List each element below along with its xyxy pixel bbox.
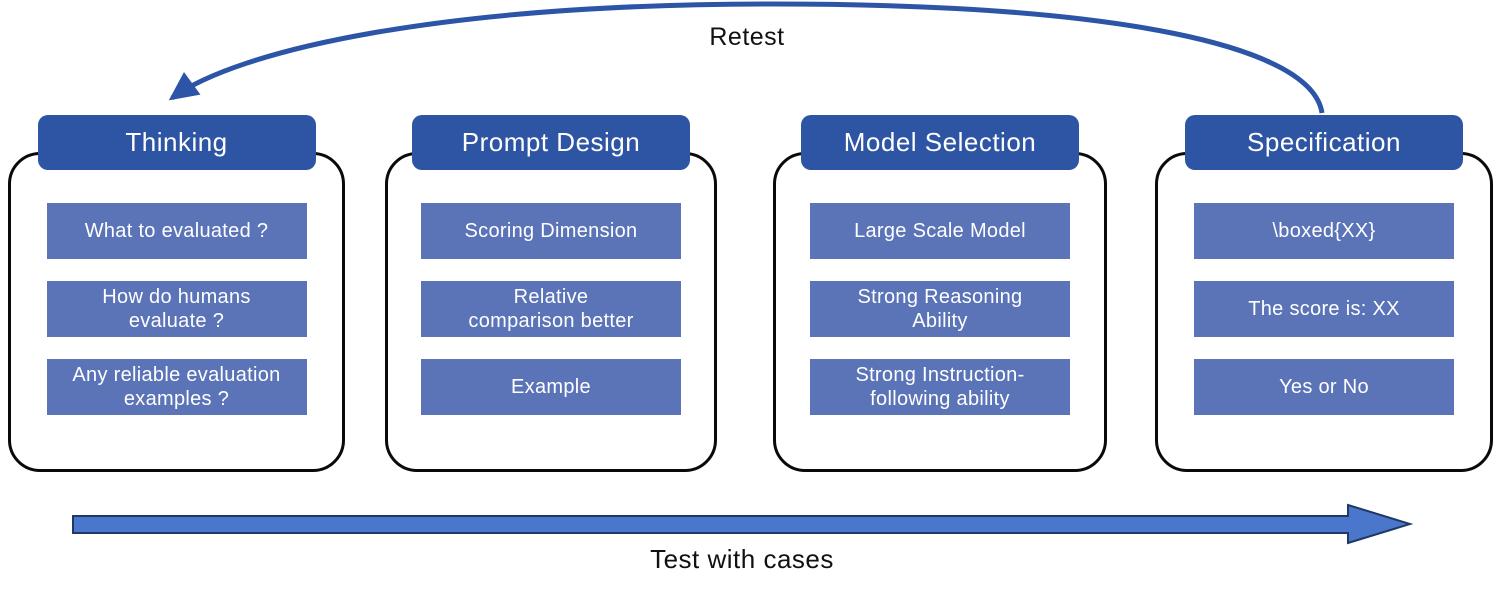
stage-item: How do humans evaluate ? bbox=[46, 281, 307, 337]
stage-items-model-selection: Large Scale Model Strong Reasoning Abili… bbox=[776, 203, 1104, 415]
stage-items-prompt-design: Scoring Dimension Relative comparison be… bbox=[388, 203, 714, 415]
stage-header-specification: Specification bbox=[1185, 115, 1463, 170]
stage-title: Thinking bbox=[125, 127, 228, 157]
stage-title: Prompt Design bbox=[461, 127, 641, 157]
stage-item: Strong Reasoning Ability bbox=[810, 281, 1070, 337]
stage-item: Large Scale Model bbox=[810, 203, 1070, 259]
stage-header-prompt-design: Prompt Design bbox=[412, 115, 690, 170]
retest-arrow-curve bbox=[168, 1, 1325, 114]
stage-header-model-selection: Model Selection bbox=[801, 115, 1079, 170]
retest-label: Retest bbox=[709, 23, 785, 51]
stage-item: Scoring Dimension bbox=[421, 203, 681, 259]
stage-items-specification: \boxed{XX} The score is: XX Yes or No bbox=[1158, 203, 1490, 415]
stage-items-thinking: What to evaluated ? How do humans evalua… bbox=[11, 203, 342, 415]
stage-item: Strong Instruction- following ability bbox=[810, 359, 1070, 415]
stage-item: The score is: XX bbox=[1194, 281, 1454, 337]
stage-item: \boxed{XX} bbox=[1194, 203, 1454, 259]
test-with-cases-arrow bbox=[72, 503, 1414, 545]
stage-item: Yes or No bbox=[1194, 359, 1454, 415]
stage-card-specification: Specification \boxed{XX} The score is: X… bbox=[1155, 115, 1493, 472]
stage-item: Example bbox=[421, 359, 681, 415]
stage-title: Model Selection bbox=[843, 127, 1037, 157]
stage-header-thinking: Thinking bbox=[37, 115, 316, 170]
stage-item: Any reliable evaluation examples ? bbox=[46, 359, 307, 415]
stage-item: Relative comparison better bbox=[421, 281, 681, 337]
stage-item: What to evaluated ? bbox=[46, 203, 307, 259]
stage-card-thinking: Thinking What to evaluated ? How do huma… bbox=[8, 115, 345, 472]
stage-card-prompt-design: Prompt Design Scoring Dimension Relative… bbox=[385, 115, 717, 472]
stage-card-model-selection: Model Selection Large Scale Model Strong… bbox=[773, 115, 1107, 472]
test-with-cases-label: Test with cases bbox=[650, 544, 834, 574]
stage-title: Specification bbox=[1247, 127, 1401, 157]
